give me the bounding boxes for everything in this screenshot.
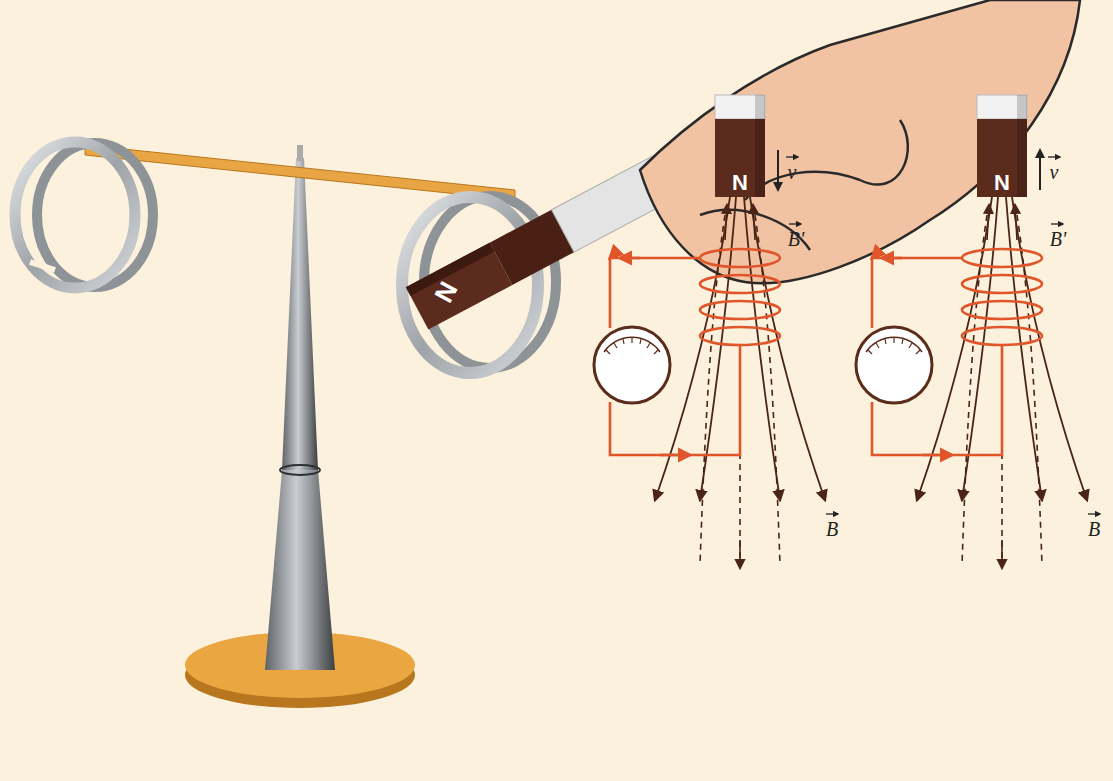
vector-accent bbox=[786, 157, 1100, 514]
coil-diagram bbox=[594, 95, 825, 568]
induced-field-label: B' bbox=[1050, 229, 1067, 249]
field-label: B bbox=[1088, 519, 1100, 539]
field-label: B bbox=[826, 519, 838, 539]
velocity-label: v bbox=[788, 162, 797, 182]
pole-label: N bbox=[430, 278, 462, 307]
pole-label: N bbox=[994, 172, 1010, 194]
coil-diagram bbox=[856, 95, 1087, 568]
velocity-arrow bbox=[1039, 150, 1041, 190]
velocity-arrow bbox=[777, 150, 779, 190]
velocity-label: v bbox=[1050, 162, 1059, 182]
split-ring bbox=[15, 142, 153, 288]
induced-field-label: B' bbox=[788, 229, 805, 249]
pole-label: N bbox=[732, 172, 748, 194]
